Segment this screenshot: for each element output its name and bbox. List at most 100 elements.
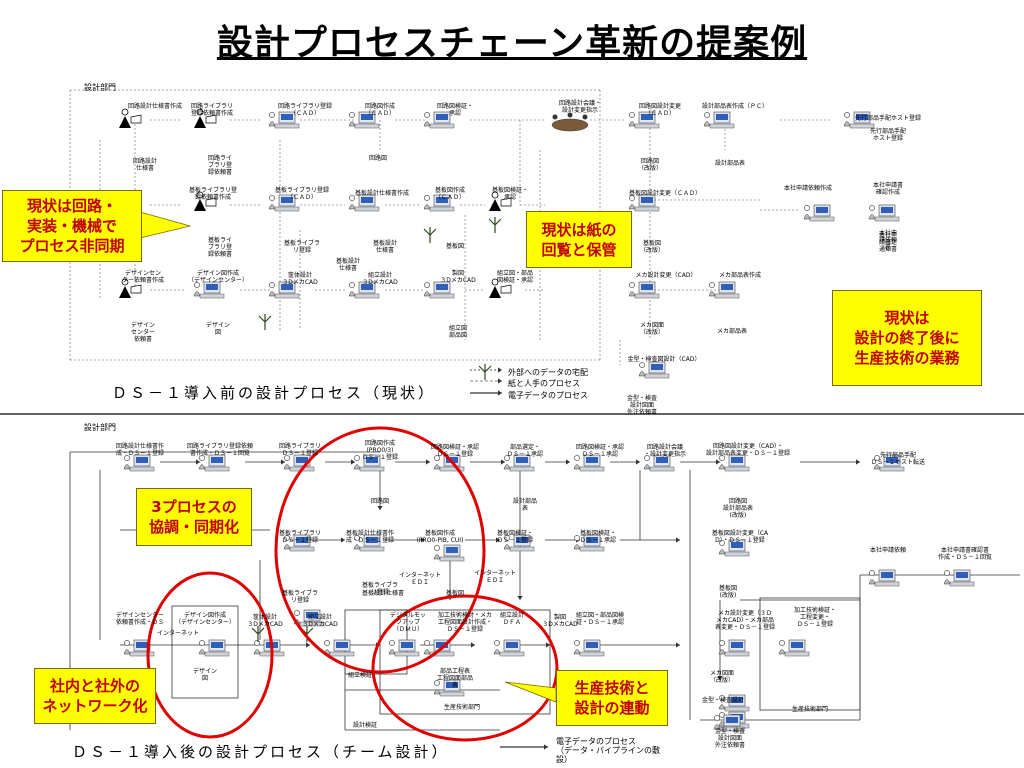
arrowhead [421,537,425,543]
legend-electronic: 電子データのプロセス [508,391,588,400]
top-label-c4: 基板図作成 （ＣＡＤ） [434,187,466,201]
bottom-label-a3: 回路ライブラリ ＤＳ－１登録 [278,443,322,457]
top-label-c2: 基板ライブラリ登録 （ＣＡＤ） [274,187,330,201]
bottom-label-d7: 基板図 (改版) [718,585,738,599]
top-station-11-desk [354,206,380,212]
bottom-label-b2: 設計部品 表 [512,498,538,512]
bottom-station-25-screen [586,642,598,648]
bottom-station-28-operator [294,610,300,616]
top-label-d3: 基板設計 仕様書 [372,240,398,254]
top-label-f7: 本社申 請確定 通知書 [878,232,898,253]
highlight-network [146,571,274,739]
top-station-24-screen [721,284,733,290]
bottom-label-d3: 基板設計仕様書 [361,590,405,597]
bottom-station-24-screen [506,642,518,648]
bottom-station-3-operator [354,455,360,461]
bottom-station-25-desk [579,651,605,657]
bottom-station-22-operator-body [388,649,396,655]
top-station-20-operator [349,282,355,288]
bottom-station-21-screen [336,642,348,648]
arrowhead [498,378,502,384]
top-worker-0-paper [130,114,142,124]
top-worker-13-body [489,199,501,211]
bottom-station-7-operator-body [643,464,651,470]
top-station-12-operator-body [423,204,431,210]
top-worker-13-head [491,191,499,199]
top-label-e10: 本社申請書 確認作成 [872,182,904,196]
arrowhead [546,642,550,648]
top-station-6-screen [716,114,728,120]
bottom-station-27-operator [779,640,785,646]
top-worker-22-head [491,278,499,286]
bottom-station-0-desk [129,466,155,472]
bottom-label-e10: メカ設計変更（３Ｄ メカCAD）・メカ部品 表変更・ＤＳ－１登録 [714,610,776,631]
bottom-station-10-operator-body [283,544,291,550]
bottom-label-a7: 回路図検証・承認 ＤＳ－１承認 [575,444,625,458]
top-worker-22-body [489,286,501,298]
top-worker-1-body [194,116,206,128]
bottom-station-32-screen [726,717,738,723]
top-worker-0-body [119,116,131,128]
bottom-label-e3: 筐体設計 ３DメカCAD [247,614,283,628]
top-section-label: 設計部門 [84,83,116,92]
bottom-station-2-screen [296,457,308,463]
top-station-5-desk [634,123,660,129]
bottom-label-c7: 本社申請依頼 [869,547,907,554]
top-label-e2: デザイン図作成 （デザインセンター） [187,270,249,284]
bottom-station-18-desk [129,651,155,657]
bottom-label-h1: インターネット [156,630,200,637]
top-label-f1: デザイン センター 依頼書 [130,322,156,343]
bottom-station-9-operator-body [873,464,881,470]
top-station-11-screen [361,197,373,203]
bottom-label-b1: 回路図 [370,498,390,505]
top-station-20-desk [354,293,380,299]
top-station-10-desk [274,206,300,212]
bottom-station-6-desk [579,466,605,472]
bottom-label-c4: 基板図検証・ ＤＳ－１登録 [496,530,534,544]
bottom-label-h3: 生産技術部門 [791,706,829,713]
callout-sync: 3プロセスの 協調・同期化 [136,488,252,546]
top-station-12-screen [436,197,448,203]
top-station-25-screen [651,364,663,370]
bottom-label-c6: 基板図設計変更（CA D）・ＤＳ－１登録 [711,530,769,544]
bottom-label-g1: 金型・検査設計 [701,697,745,704]
bottom-station-27-screen [791,642,803,648]
top-label-a7: 回路図設計変更 （ＣＡＤ） [638,103,682,117]
bottom-station-11-operator [354,535,360,541]
top-station-7-screen [856,114,868,120]
bottom-station-30-operator [719,695,725,701]
bottom-station-22-operator [389,640,395,646]
bottom-station-18-operator [124,640,130,646]
page-title: 設計プロセスチェーン革新の提案例 [216,23,808,64]
bottom-label-d6: 基板図 [445,590,465,597]
bottom-station-20-operator-body [253,649,261,655]
bottom-station-17-operator-body [943,579,951,585]
bottom-station-21-operator [324,640,330,646]
arrowhead [377,506,383,510]
bottom-label-e2: デザイン図作成 （デザインセンター） [174,612,236,626]
bottom-label-c8: 本社申請書確認書 作成・ＤＳ－１回覧 [937,547,993,561]
bottom-label-a9: 回路図設計変更（CAD）・ 設計部品表変更・ＤＳ－１登録 [705,443,791,457]
top-station-3-operator-body [348,121,356,127]
callout-pointer-1 [139,211,192,239]
top-station-21-screen [436,284,448,290]
bottom-station-8-desk [724,466,750,472]
top-station-7-operator-body [843,121,851,127]
production-tech-box [379,609,551,715]
top-station-23-desk [634,293,660,299]
bottom-label-f2: 部品工程表 工程図面部品 表 [436,668,474,689]
bottom-label-c3: 基板図作成 (PRO0-PIB, CUI) [416,530,464,544]
top-station-23-screen [641,284,653,290]
bottom-station-12-operator [434,545,440,551]
bottom-station-21-desk [329,651,355,657]
bottom-station-12-desk [439,556,465,562]
bottom-station-12-operator-body [433,554,441,560]
bottom-label-e4: 組立設計 ３DメカCAD [302,614,338,628]
bottom-station-1-operator-body [198,464,206,470]
top-station-12-operator [424,195,430,201]
bottom-label-c1: 基板ライブラリ ＤＳ－１登録 [278,530,322,544]
top-label-f2: デザイン 図 [205,322,231,336]
bottom-label-e6: 加工技術検討・メカ 工程図面設計作成・ ＤＳ－１登録 [437,612,493,633]
top-station-14-screen [641,197,653,203]
